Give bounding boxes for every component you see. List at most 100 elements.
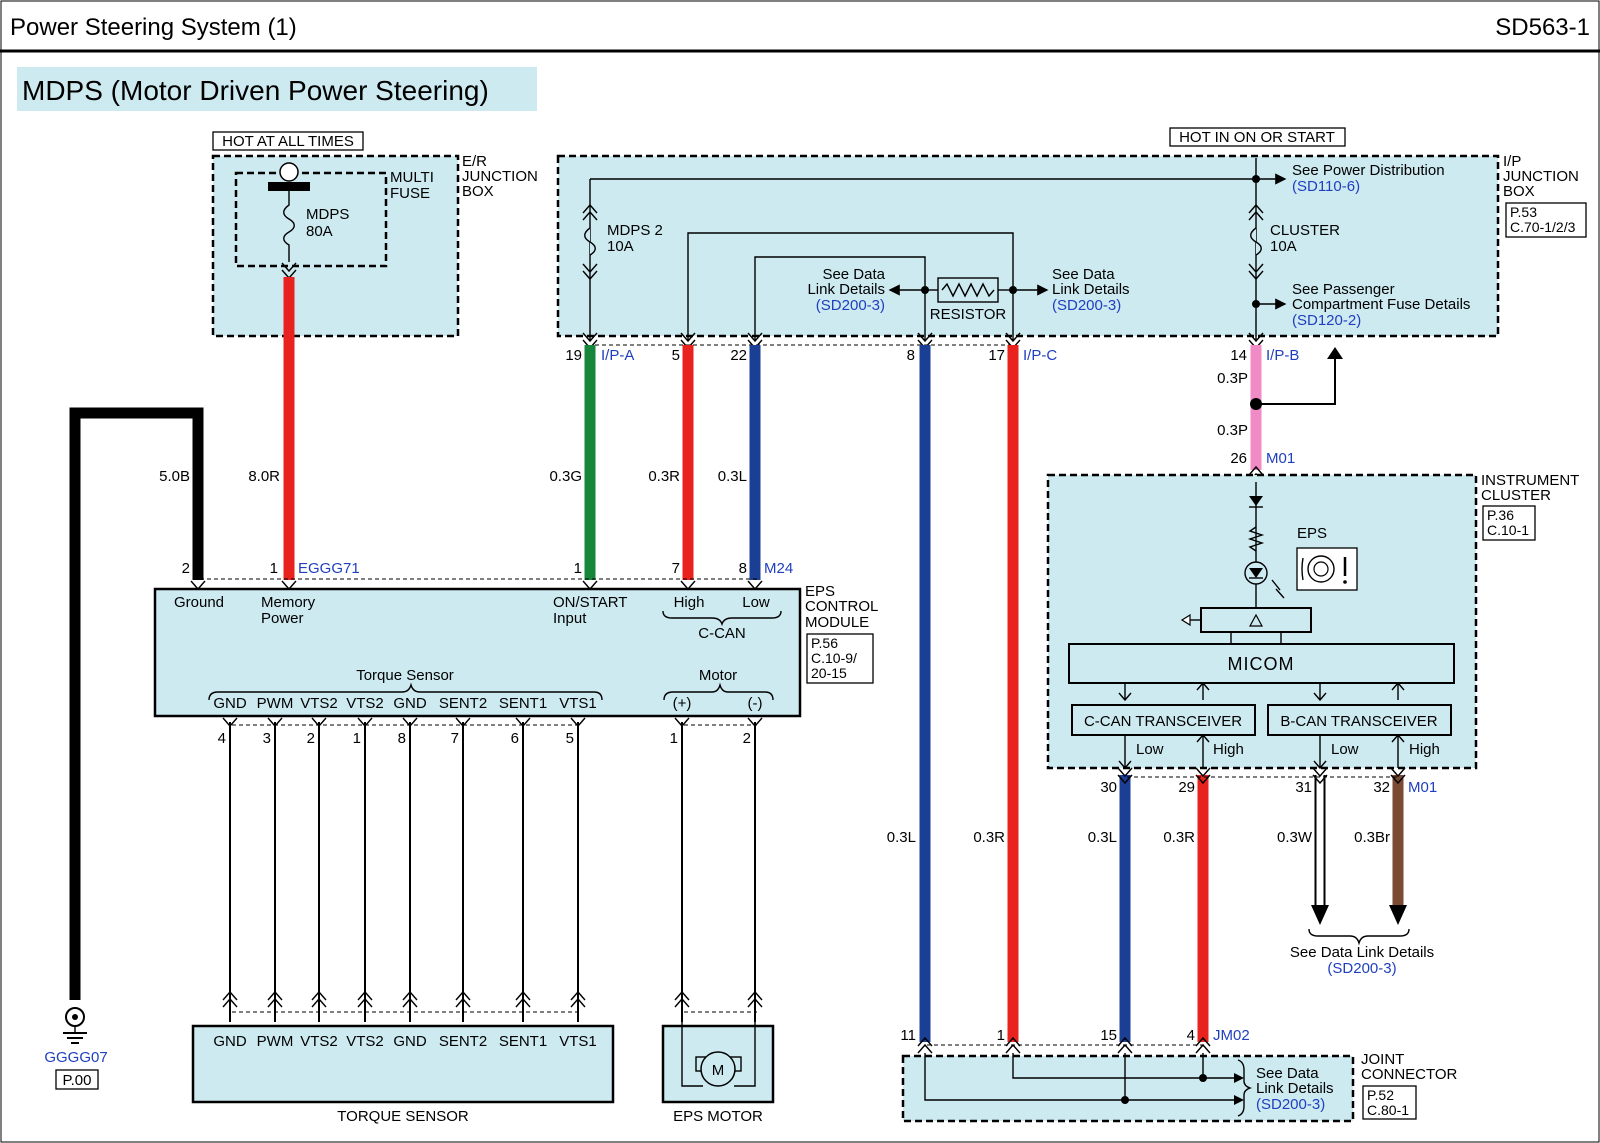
ip-ref-2: C.70-1/2/3: [1510, 219, 1576, 235]
svg-text:4: 4: [1187, 1027, 1195, 1044]
svg-text:26: 26: [1230, 450, 1247, 467]
svg-text:15: 15: [1100, 1027, 1117, 1044]
hot-all-times-label: HOT AT ALL TIMES: [222, 133, 354, 150]
svg-text:C-CAN: C-CAN: [698, 625, 746, 642]
mdps2-fuse-label-1: MDPS 2: [607, 222, 663, 239]
svg-text:19: 19: [565, 347, 582, 364]
svg-text:1: 1: [574, 560, 582, 577]
svg-text:0.3W: 0.3W: [1277, 829, 1313, 846]
er-jb-label-3: BOX: [462, 183, 494, 200]
svg-text:8.0R: 8.0R: [248, 468, 280, 485]
svg-text:VTS1: VTS1: [559, 1033, 597, 1050]
svg-text:0.3G: 0.3G: [549, 468, 582, 485]
hot-on-start-label: HOT IN ON OR START: [1179, 129, 1335, 146]
ip-jb-label-2: JUNCTION: [1503, 168, 1579, 185]
svg-text:0.3Br: 0.3Br: [1354, 829, 1390, 846]
svg-text:5.0B: 5.0B: [159, 468, 190, 485]
svg-text:VTS2: VTS2: [300, 695, 338, 712]
page-title: Power Steering System (1): [10, 14, 297, 41]
svg-text:(-): (-): [748, 695, 763, 712]
torque-sensor-label: TORQUE SENSOR: [337, 1108, 469, 1125]
svg-text:CONTROL: CONTROL: [805, 598, 878, 615]
svg-text:Low: Low: [742, 594, 770, 611]
svg-text:MODULE: MODULE: [805, 614, 869, 631]
svg-text:22: 22: [730, 347, 747, 364]
svg-text:C.10-9/: C.10-9/: [811, 650, 857, 666]
svg-text:29: 29: [1178, 779, 1195, 796]
svg-text:P.36: P.36: [1487, 507, 1514, 523]
svg-text:C.10-1: C.10-1: [1487, 522, 1529, 538]
svg-text:8: 8: [907, 347, 915, 364]
svg-text:1: 1: [670, 730, 678, 747]
svg-text:High: High: [1409, 741, 1440, 758]
eps-control-module: [153, 587, 802, 718]
eps-warning-icon: [1296, 547, 1358, 591]
svg-text:(SD200-3): (SD200-3): [1327, 960, 1396, 977]
svg-text:B-CAN TRANSCEIVER: B-CAN TRANSCEIVER: [1280, 713, 1437, 730]
svg-text:Low: Low: [1136, 741, 1164, 758]
fuse-symbol-mdps: [283, 191, 295, 262]
see-power-dist: See Power Distribution: [1292, 162, 1445, 179]
svg-text:1: 1: [353, 730, 361, 747]
svg-text:CLUSTER: CLUSTER: [1481, 487, 1551, 504]
svg-text:GND: GND: [213, 695, 247, 712]
mdps-fuse-label-1: MDPS: [306, 206, 349, 223]
svg-text:1: 1: [997, 1027, 1005, 1044]
svg-text:31: 31: [1295, 779, 1312, 796]
svg-text:3: 3: [263, 730, 271, 747]
connector-ipc: I/P-C: [1023, 347, 1057, 364]
svg-text:32: 32: [1373, 779, 1390, 796]
see-data-left-1: See Data: [822, 266, 885, 283]
mdps2-fuse-label-2: 10A: [607, 238, 634, 255]
er-jb-label-2: JUNCTION: [462, 168, 538, 185]
svg-text:ON/START: ON/START: [553, 594, 627, 611]
see-pass-fuse-2: Compartment Fuse Details: [1292, 296, 1470, 313]
svg-text:8: 8: [398, 730, 406, 747]
connector-ipb: I/P-B: [1266, 347, 1299, 364]
svg-text:MICOM: MICOM: [1228, 654, 1295, 674]
joint-connector: [901, 1054, 1355, 1123]
svg-text:Motor: Motor: [699, 667, 737, 684]
svg-text:PWM: PWM: [257, 695, 294, 712]
see-data-left-ref: (SD200-3): [816, 297, 885, 314]
see-power-dist-ref: (SD110-6): [1292, 178, 1360, 195]
svg-text:Power: Power: [261, 610, 304, 627]
svg-text:2: 2: [182, 560, 190, 577]
motor-symbol-icon: [700, 1051, 736, 1087]
svg-text:Memory: Memory: [261, 594, 316, 611]
svg-text:Input: Input: [553, 610, 587, 627]
svg-text:VTS2: VTS2: [346, 1033, 384, 1050]
svg-text:EPS: EPS: [805, 583, 835, 600]
svg-text:(+): (+): [673, 695, 692, 712]
eps-motor-label: EPS MOTOR: [673, 1108, 763, 1125]
connector-m01-bottom: M01: [1408, 779, 1437, 796]
section-title-bar: [17, 67, 537, 111]
svg-text:8: 8: [739, 560, 747, 577]
svg-text:2: 2: [743, 730, 751, 747]
connector-egg71: EGGG71: [298, 560, 360, 577]
svg-text:11: 11: [900, 1027, 916, 1044]
svg-text:30: 30: [1100, 779, 1117, 796]
svg-text:GND: GND: [213, 1033, 247, 1050]
svg-text:5: 5: [672, 347, 680, 364]
svg-text:14: 14: [1230, 347, 1247, 364]
svg-text:0.3P: 0.3P: [1217, 370, 1248, 387]
ip-ref-1: P.53: [1510, 204, 1537, 220]
svg-text:GND: GND: [393, 695, 427, 712]
svg-text:7: 7: [451, 730, 459, 747]
svg-text:VTS1: VTS1: [559, 695, 597, 712]
micom: [1068, 643, 1455, 684]
see-data-right-ref: (SD200-3): [1052, 297, 1121, 314]
section-title: MDPS (Motor Driven Power Steering): [22, 75, 489, 106]
connector-m24: M24: [764, 560, 793, 577]
svg-text:Torque Sensor: Torque Sensor: [356, 667, 454, 684]
ground-ref: P.00: [63, 1072, 92, 1089]
cluster-fuse-label-1: CLUSTER: [1270, 222, 1340, 239]
svg-text:6: 6: [511, 730, 519, 747]
svg-text:1: 1: [270, 560, 278, 577]
svg-text:JOINT: JOINT: [1361, 1051, 1404, 1068]
svg-text:GND: GND: [393, 1033, 427, 1050]
svg-text:7: 7: [672, 560, 680, 577]
eps-icon-label: EPS: [1297, 525, 1327, 542]
svg-text:4: 4: [218, 730, 226, 747]
